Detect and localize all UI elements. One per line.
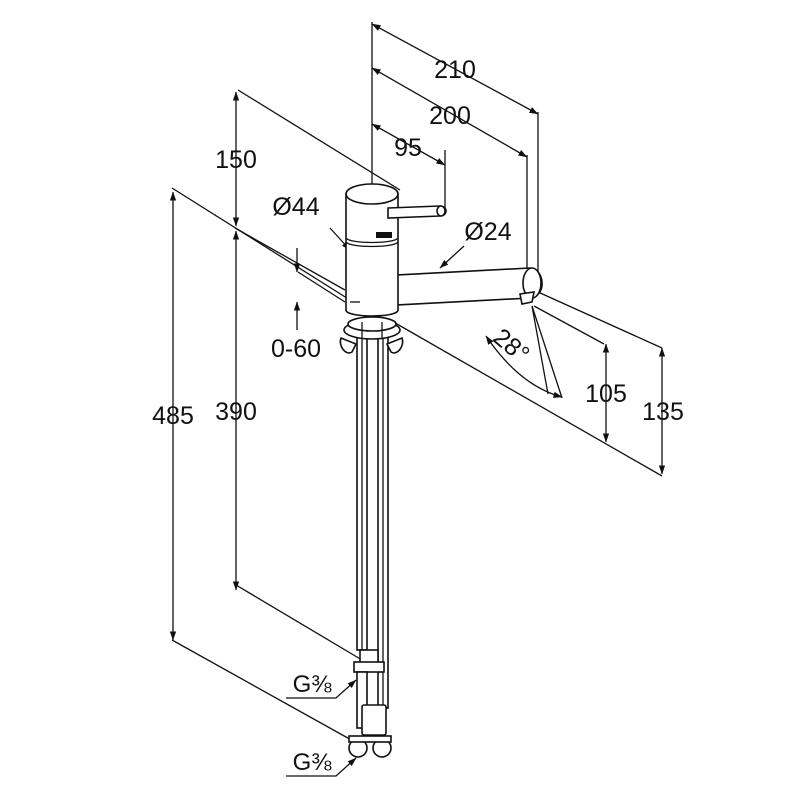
dim-200-label: 200 bbox=[429, 102, 471, 130]
leader-thread-lower bbox=[286, 757, 357, 777]
angle-leg-2 bbox=[531, 305, 549, 395]
angle-leg-1 bbox=[531, 305, 563, 399]
dim-line-95 bbox=[371, 123, 446, 166]
leader-thread-upper bbox=[286, 679, 357, 699]
dim-line-200 bbox=[371, 67, 528, 158]
spout-diameter-label: Ø24 bbox=[464, 218, 511, 246]
dim-95-label: 95 bbox=[394, 134, 422, 162]
hose-nut-flange bbox=[348, 735, 392, 743]
dim-210-label: 210 bbox=[434, 56, 476, 84]
angle-arc bbox=[485, 335, 563, 398]
spout bbox=[377, 267, 543, 307]
leader-spout-diameter bbox=[439, 245, 465, 269]
faucet bbox=[339, 183, 543, 758]
dimension-labels: 210 200 95 150 Ø44 Ø24 0-60 485 390 28° … bbox=[152, 56, 684, 776]
adjust-range-label: 0-60 bbox=[271, 335, 321, 363]
hose-nut-upper bbox=[353, 661, 385, 673]
thread-lower-label: G⅜ bbox=[293, 749, 333, 776]
hose-fitting-lower bbox=[361, 704, 387, 736]
supply-hoses bbox=[348, 327, 392, 758]
body-diameter-label: Ø44 bbox=[272, 193, 319, 221]
thread-upper-label: G⅜ bbox=[293, 671, 333, 698]
mounting-base bbox=[339, 316, 404, 354]
dim-150-label: 150 bbox=[215, 146, 257, 174]
dim-105-label: 105 bbox=[585, 380, 627, 408]
dimension-lines bbox=[169, 23, 666, 777]
dim-390-label: 390 bbox=[215, 398, 257, 426]
lever-handle bbox=[387, 205, 447, 219]
dim-135-label: 135 bbox=[642, 398, 684, 426]
faucet-body bbox=[345, 183, 399, 317]
angle-label: 28° bbox=[488, 323, 535, 369]
dim-485-label: 485 bbox=[152, 402, 194, 430]
extension-lines bbox=[171, 22, 663, 743]
